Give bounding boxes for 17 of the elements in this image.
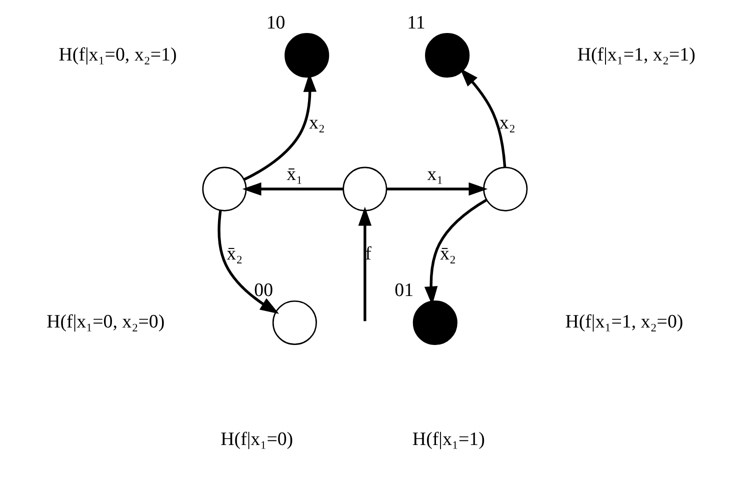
node-label: 10 xyxy=(266,12,286,34)
edge-label: x̄₁ xyxy=(286,164,303,185)
node-label: 00 xyxy=(254,280,274,301)
label: H(f|x₁=1) xyxy=(412,429,485,450)
label: H(f|x₁=0) xyxy=(220,429,294,450)
node-label: 11 xyxy=(407,12,426,34)
label: H(f|x₁=0, x₂=1) xyxy=(58,44,177,66)
label: H(f|x₁=0, x₂=0) xyxy=(46,312,165,333)
label: H(f|x₁=1, x₂=1) xyxy=(577,44,696,66)
edge-label: x̄₂ xyxy=(440,244,456,265)
label: H(f|x₁=1, x₂=0) xyxy=(565,312,684,333)
edge-label: f xyxy=(365,244,372,265)
node-label: 01 xyxy=(394,280,414,301)
edge-label: x₁ xyxy=(427,164,444,185)
edge-label: x̄₂ xyxy=(226,244,243,265)
edge-label: x₂ xyxy=(308,112,325,134)
edge-label: x₂ xyxy=(499,112,516,134)
